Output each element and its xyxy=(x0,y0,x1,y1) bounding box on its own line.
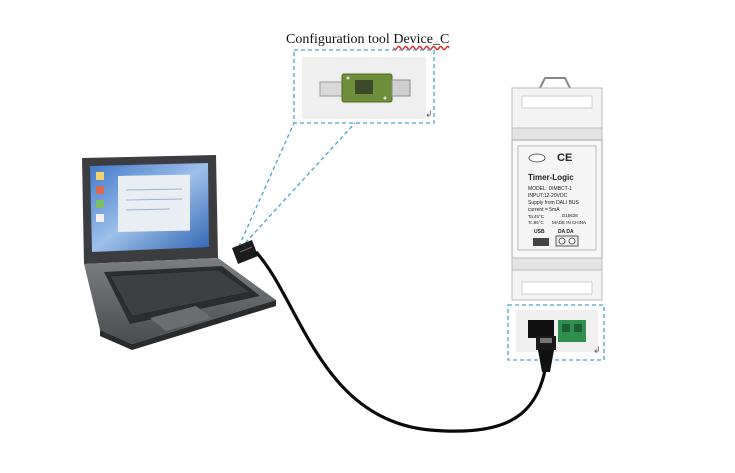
device-temp: Ta:45°C xyxy=(528,214,545,219)
callout-line-right xyxy=(235,122,356,254)
device-tc: Tc:85°C xyxy=(528,220,544,225)
dali-label: DA DA xyxy=(558,229,574,235)
device-input: INPUT:12-20VDC xyxy=(528,193,568,199)
usb-plug-laptop-icon xyxy=(232,240,258,264)
laptop-icon xyxy=(82,155,276,350)
device-made: MADE IN CHINA xyxy=(552,220,587,225)
usb-dongle-icon xyxy=(319,73,411,103)
dongle-frame xyxy=(293,49,435,124)
diagram-title: Configuration tool Device_C xyxy=(286,32,449,48)
callout-line-left xyxy=(235,122,295,254)
cable xyxy=(254,250,547,433)
return-mark-icon-2: ↲ xyxy=(593,346,601,356)
usb-plug-device-icon xyxy=(536,336,556,372)
device-brand: Timer-Logic xyxy=(528,173,574,182)
connector-photo-icon xyxy=(528,320,586,342)
title-device-name: Device_C xyxy=(393,32,450,47)
timer-logic-device xyxy=(511,77,603,301)
title-main: Configuration tool xyxy=(286,32,394,47)
device-current: current = 5mA xyxy=(528,207,560,213)
device-model: MODEL: DIMBCT-1 xyxy=(528,186,572,192)
usb-label: USB xyxy=(534,229,545,235)
device-serial: D15628 xyxy=(562,213,578,218)
ce-mark: CE xyxy=(557,152,573,164)
device-supply: Supply from DALI BUS xyxy=(528,200,579,206)
return-mark-icon: ↲ xyxy=(425,110,433,120)
connector-frame xyxy=(507,304,605,361)
